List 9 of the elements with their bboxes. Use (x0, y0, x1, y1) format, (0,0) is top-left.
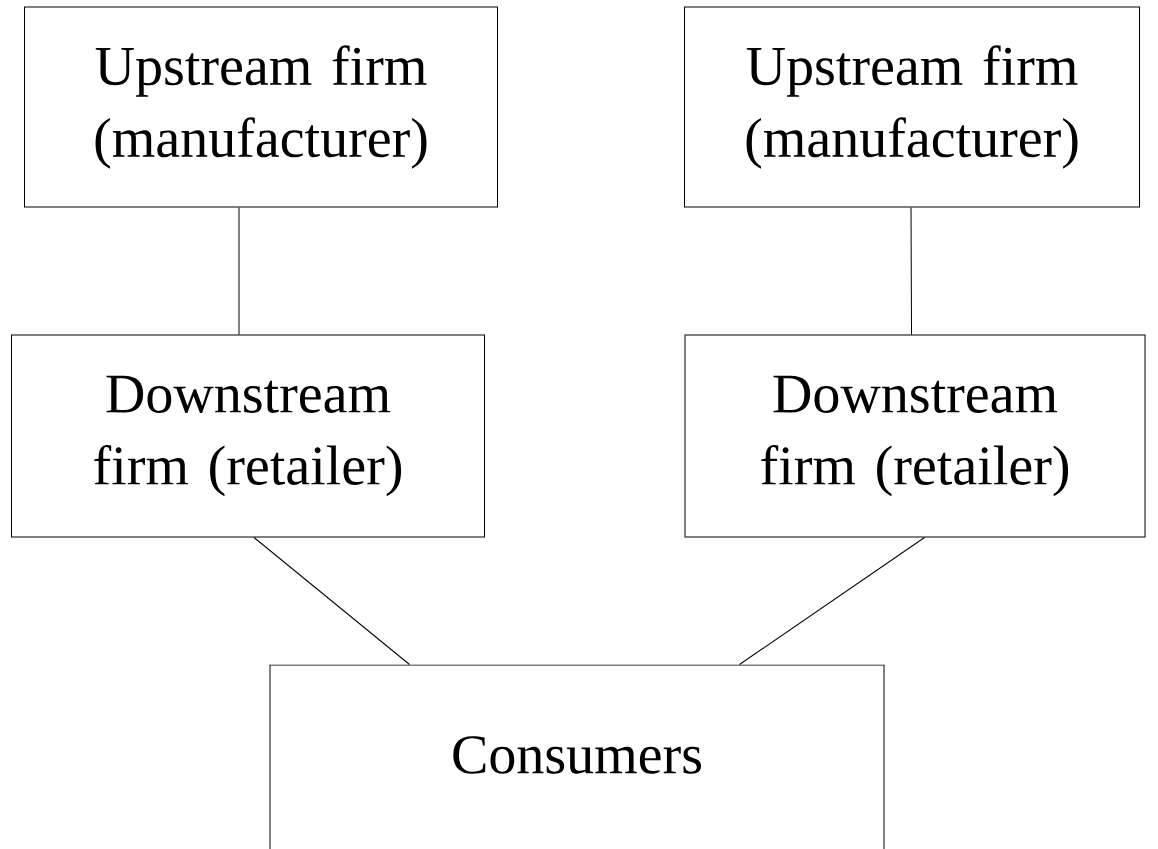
box: Downstream firm (retailer) (684, 334, 1146, 538)
connector-line (238, 207, 240, 335)
connector-line (253, 537, 410, 665)
box: Upstream firm (manufacturer) (684, 6, 1140, 208)
connector-line (910, 207, 912, 335)
box: Consumers (269, 664, 885, 849)
connector-line (739, 537, 925, 665)
box: Downstream firm (retailer) (11, 334, 485, 538)
box: Upstream firm (manufacturer) (24, 6, 498, 208)
